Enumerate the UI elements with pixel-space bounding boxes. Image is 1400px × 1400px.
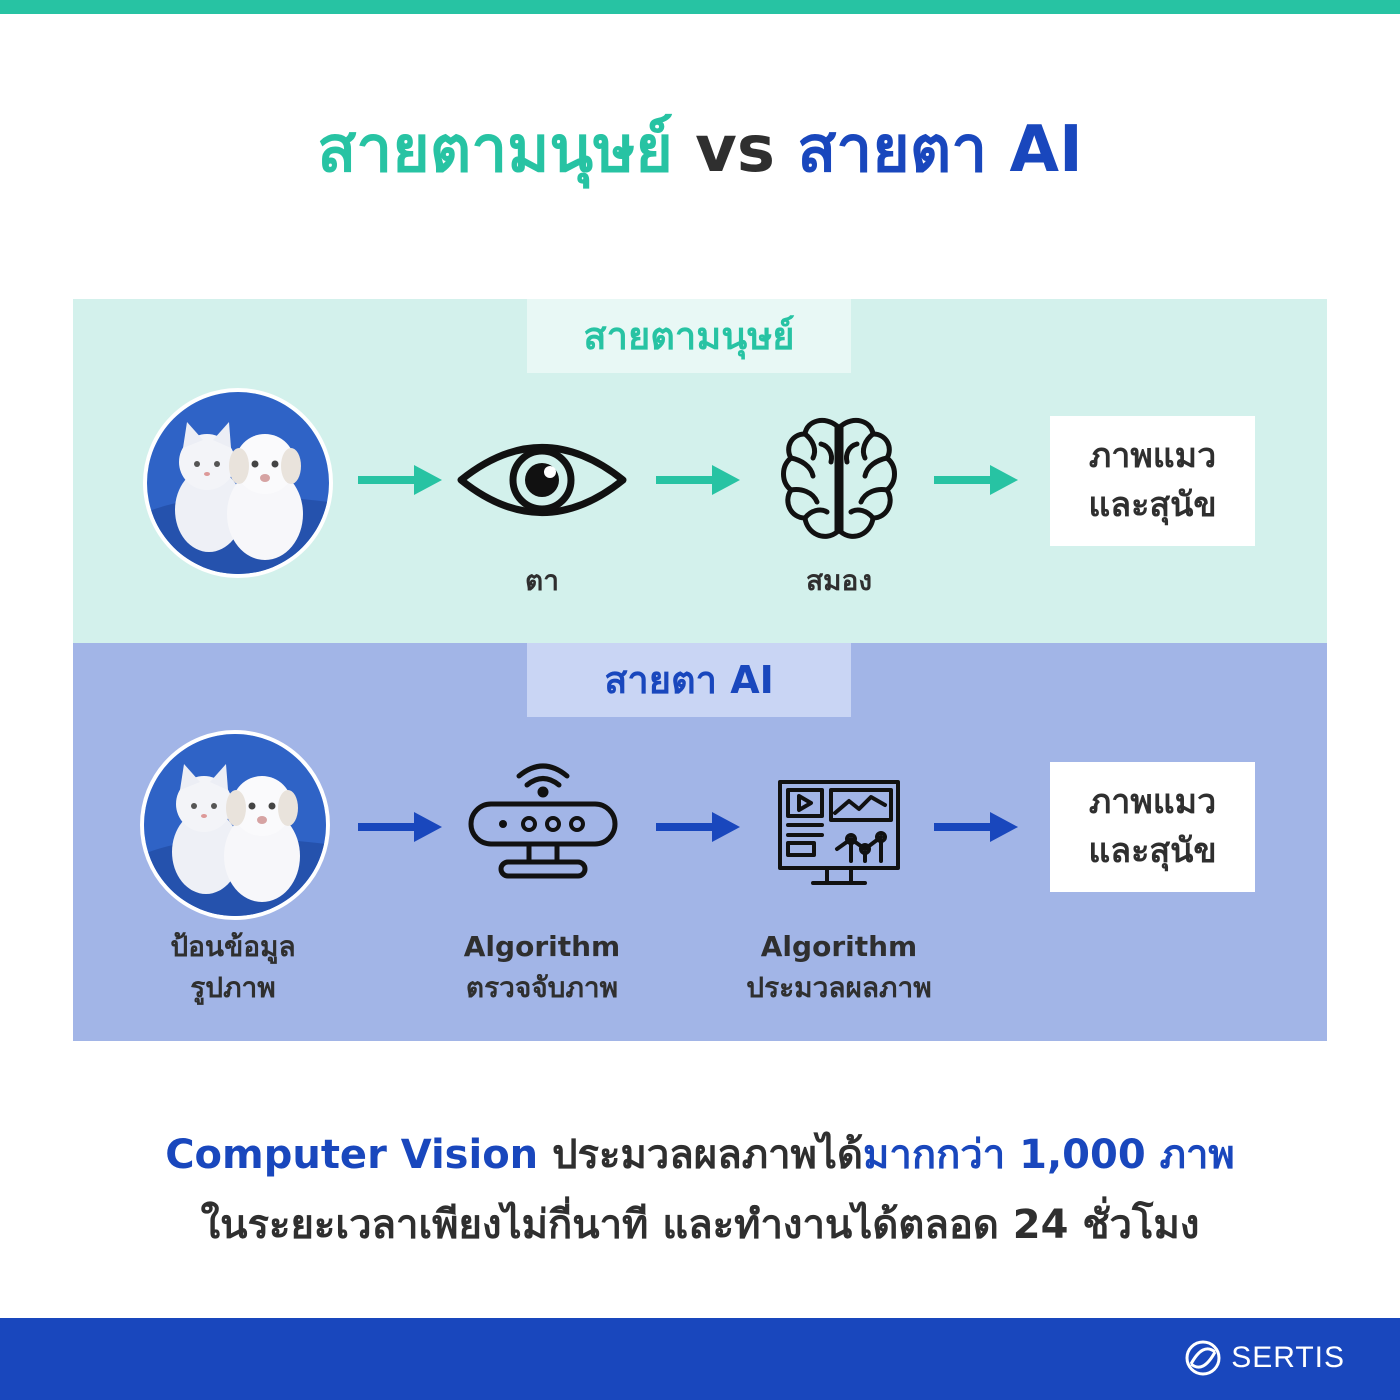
caption-line-1: ป้อนข้อมูล xyxy=(170,930,296,963)
router-icon xyxy=(468,763,618,879)
summary-line-2: ในระยะเวลาเพียงไม่กี่นาที และทำงานได้ตลอ… xyxy=(200,1202,1200,1248)
top-accent-bar xyxy=(0,0,1400,14)
cat-dog-photo xyxy=(140,730,330,920)
ai-result-box: ภาพแมว และสุนัข xyxy=(1050,762,1255,892)
summary-process: ประมวลผลภาพได้ xyxy=(538,1132,864,1178)
result-line-1: ภาพแมว xyxy=(1088,781,1217,822)
human-vision-panel: สายตามนุษย์ xyxy=(73,299,1327,643)
dashboard-monitor-icon xyxy=(778,780,900,885)
cat-dog-photo xyxy=(143,388,333,578)
summary-cv: Computer Vision xyxy=(165,1132,539,1178)
caption-line-2: ประมวลผลภาพ xyxy=(746,970,932,1004)
brain-caption: สมอง xyxy=(805,564,873,597)
arrow-right-icon xyxy=(358,812,442,842)
title-vs: vs xyxy=(695,113,775,187)
title-ai: สายตา AI xyxy=(797,113,1083,187)
main-title: สายตามนุษย์ vs สายตา AI xyxy=(0,112,1400,189)
result-line-2: และสุนัข xyxy=(1088,831,1217,871)
caption-line-2: ตรวจจับภาพ xyxy=(465,970,619,1004)
caption-line-1: Algorithm xyxy=(463,930,621,963)
result-line-2: และสุนัข xyxy=(1088,485,1217,525)
summary-line-1: Computer Vision ประมวลผลภาพได้มากกว่า 1,… xyxy=(0,1122,1400,1186)
human-panel-label: สายตามนุษย์ xyxy=(527,299,851,373)
arrow-right-icon xyxy=(934,465,1018,495)
arrow-right-icon xyxy=(934,812,1018,842)
detect-caption: Algorithm ตรวจจับภาพ xyxy=(427,927,657,1008)
input-caption: ป้อนข้อมูล รูปภาพ xyxy=(135,927,331,1008)
sertis-logo: SERTIS xyxy=(1183,1338,1345,1378)
arrow-right-icon xyxy=(358,465,442,495)
arrow-right-icon xyxy=(656,465,740,495)
eye-icon xyxy=(457,444,627,516)
caption-line-1: Algorithm xyxy=(760,930,918,963)
sertis-logo-icon xyxy=(1185,1340,1221,1376)
footer-bar: SERTIS xyxy=(0,1318,1400,1400)
summary-highlight: มากกว่า 1,000 ภาพ xyxy=(863,1132,1235,1178)
logo-text: SERTIS xyxy=(1231,1341,1345,1374)
title-human: สายตามนุษย์ xyxy=(317,113,673,187)
process-caption: Algorithm ประมวลผลภาพ xyxy=(704,927,974,1008)
brain-icon xyxy=(781,417,897,539)
eye-caption: ตา xyxy=(525,564,559,597)
arrow-right-icon xyxy=(656,812,740,842)
human-result-box: ภาพแมว และสุนัข xyxy=(1050,416,1255,546)
result-line-1: ภาพแมว xyxy=(1088,435,1217,476)
caption-line-2: รูปภาพ xyxy=(190,970,276,1004)
ai-panel-label: สายตา AI xyxy=(527,643,851,717)
ai-vision-panel: สายตา AI xyxy=(73,643,1327,1041)
